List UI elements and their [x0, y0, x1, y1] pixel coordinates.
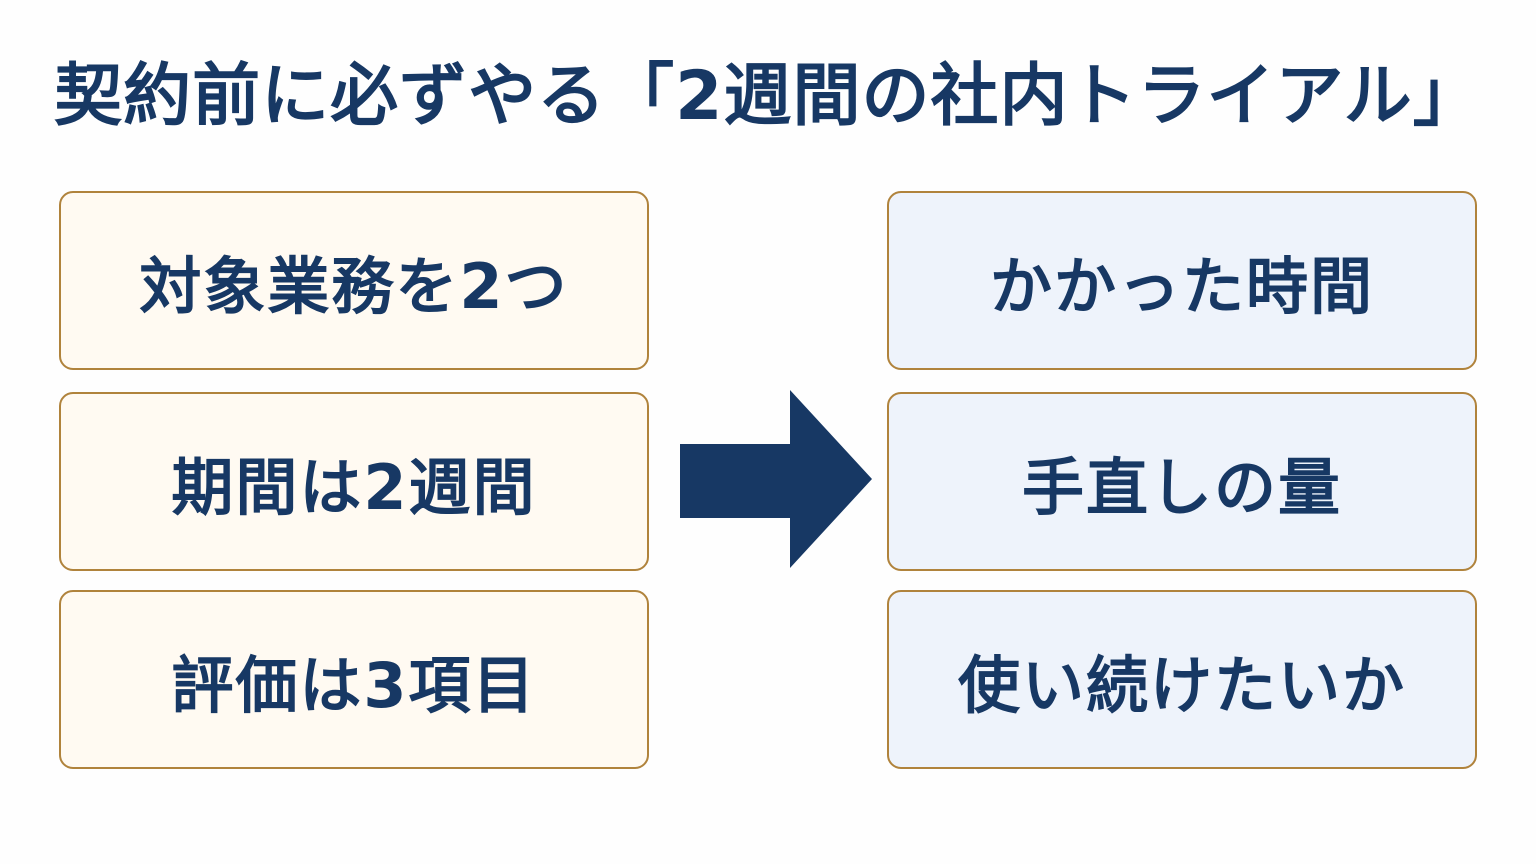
right-card-label: 手直しの量 — [1021, 450, 1342, 524]
left-card-period: 期間は2週間 — [59, 392, 649, 571]
right-card-rework-amount: 手直しの量 — [887, 392, 1477, 571]
right-arrow-icon — [680, 390, 872, 568]
right-card-time-spent: かかった時間 — [887, 191, 1477, 370]
right-card-continue-use: 使い続けたいか — [887, 590, 1477, 769]
right-card-label: かかった時間 — [989, 249, 1374, 323]
left-card-label: 対象業務を2つ — [139, 249, 569, 323]
slide-title: 契約前に必ずやる「2週間の社内トライアル」 — [54, 57, 1482, 136]
arrow-shape — [680, 390, 872, 568]
right-card-label: 使い続けたいか — [957, 648, 1406, 722]
left-card-label: 期間は2週間 — [171, 450, 537, 524]
left-card-label: 評価は3項目 — [171, 648, 537, 722]
left-card-target-tasks: 対象業務を2つ — [59, 191, 649, 370]
left-card-evaluation: 評価は3項目 — [59, 590, 649, 769]
